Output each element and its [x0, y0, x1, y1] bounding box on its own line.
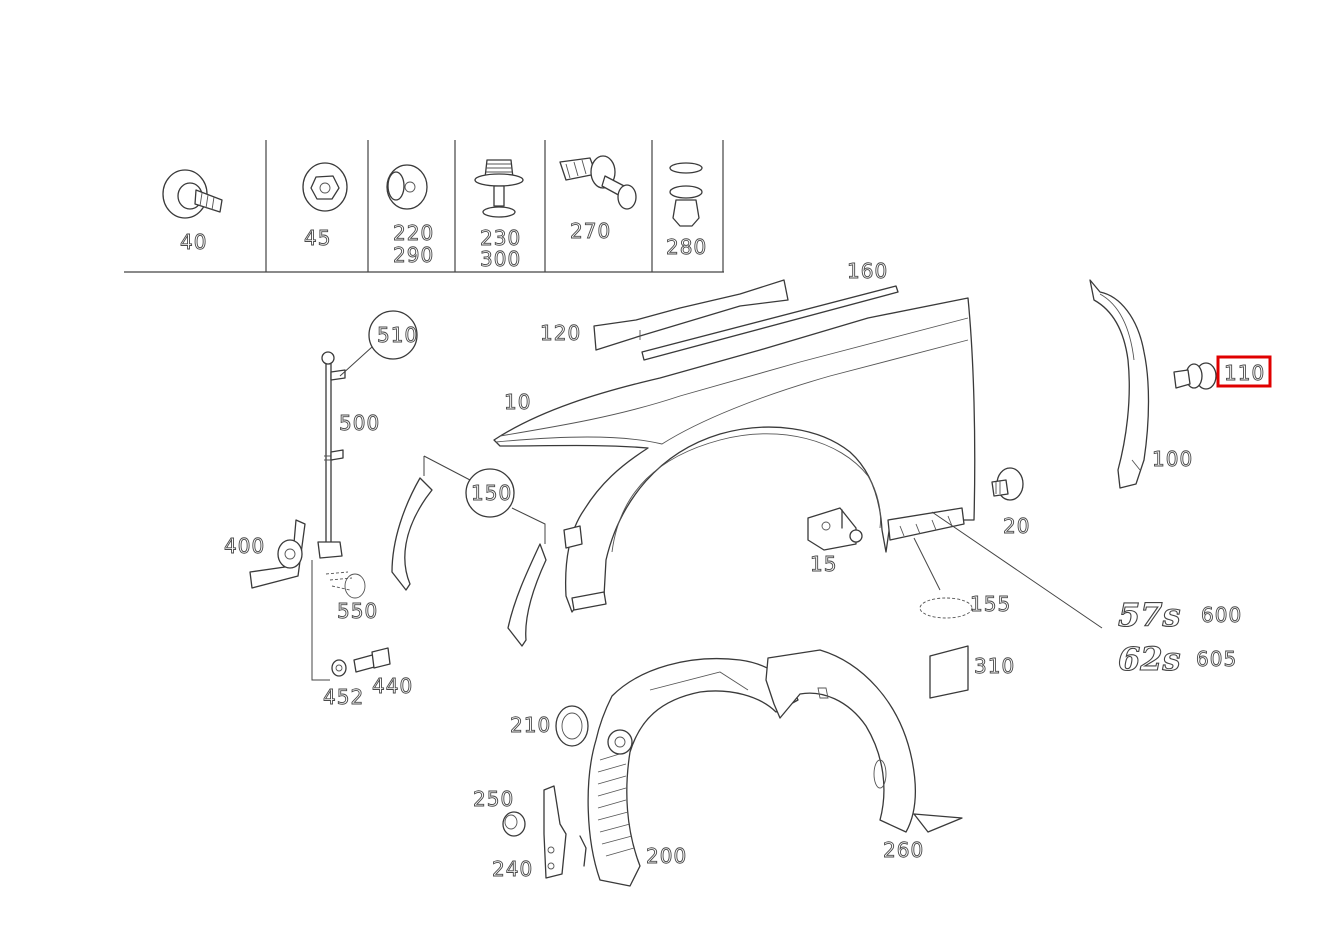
fender-10: 10: [493, 297, 976, 613]
plate-310: 310: [929, 645, 1015, 699]
label-452: 452: [323, 685, 364, 709]
bushing-250: 250: [473, 787, 526, 837]
fastener-grid: 40 45 220 290 230 300 270 280: [124, 140, 724, 273]
label-400: 400: [224, 534, 265, 558]
label-200: 200: [646, 844, 687, 868]
label-15: 15: [810, 552, 837, 576]
badges: 57s 62s 600 605: [931, 511, 1242, 679]
liner-260: 260: [765, 649, 963, 862]
clip-220-drawing: [386, 164, 428, 210]
trim-100: 100: [1089, 279, 1193, 489]
label-160: 160: [847, 259, 888, 283]
label-270: 270: [570, 219, 611, 243]
prop-rod-assembly: 510 500 400 550 452 440: [224, 310, 418, 709]
label-605: 605: [1196, 647, 1237, 671]
badge-57s: 57s: [1118, 596, 1181, 634]
highlight-110-box: [1216, 355, 1272, 388]
nut-45-drawing: [302, 162, 348, 212]
bracket-15: 15: [807, 507, 863, 576]
label-155: 155: [970, 592, 1011, 616]
clip-280-drawing: [669, 162, 703, 227]
label-600: 600: [1201, 603, 1242, 627]
label-20: 20: [1003, 514, 1030, 538]
clip-270-drawing: [559, 155, 637, 210]
clip-110: 110: [1173, 355, 1272, 390]
label-120: 120: [540, 321, 581, 345]
label-250: 250: [473, 787, 514, 811]
label-260: 260: [883, 838, 924, 862]
label-310: 310: [974, 654, 1015, 678]
label-500: 500: [339, 411, 380, 435]
label-220: 220: [393, 221, 434, 245]
liner-200: 200: [587, 657, 799, 887]
label-100: 100: [1152, 447, 1193, 471]
bolt-20: 20: [991, 467, 1030, 538]
label-10: 10: [504, 390, 531, 414]
label-210: 210: [510, 713, 551, 737]
label-45: 45: [304, 226, 331, 250]
strips-120-160: 120 160: [540, 259, 899, 361]
label-300: 300: [480, 247, 521, 271]
badge-62s: 62s: [1118, 640, 1181, 678]
bolt-40-drawing: [162, 169, 223, 219]
grommet-210: 210: [510, 705, 589, 747]
label-240: 240: [492, 857, 533, 881]
label-150: 150: [471, 481, 512, 505]
label-40: 40: [180, 230, 207, 254]
label-550: 550: [337, 599, 378, 623]
label-290: 290: [393, 243, 434, 267]
label-110[interactable]: 110: [1224, 361, 1265, 386]
label-280: 280: [666, 235, 707, 259]
label-440: 440: [372, 674, 413, 698]
bracket-240: 240: [492, 785, 587, 881]
label-510: 510: [377, 323, 418, 347]
rivet-230-drawing: [474, 159, 524, 218]
label-230: 230: [480, 226, 521, 250]
pad-155: 155: [913, 537, 1011, 619]
arch-trim-150: 150: [391, 455, 547, 647]
